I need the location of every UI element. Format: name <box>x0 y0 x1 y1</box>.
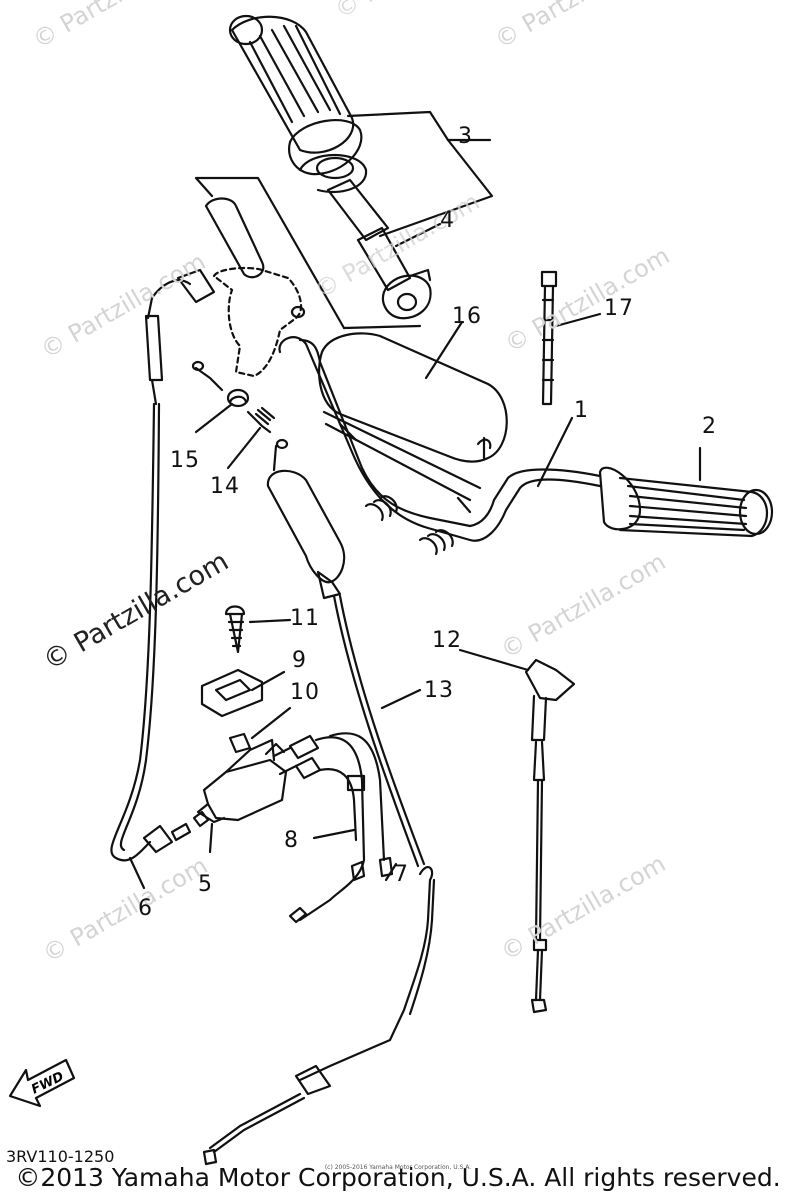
callout-17: 17 <box>604 296 634 321</box>
callout-10: 10 <box>290 680 320 705</box>
callout-13: 13 <box>424 678 454 703</box>
callout-8: 8 <box>284 828 299 853</box>
cover-9 <box>200 668 264 718</box>
callout-6: 6 <box>138 896 153 921</box>
part-code: 3RV110-1250 <box>6 1147 115 1166</box>
bracket-3 <box>346 110 492 142</box>
handlebar <box>278 336 602 556</box>
cable-left <box>110 268 216 862</box>
callout-1: 1 <box>574 398 589 423</box>
callout-7: 7 <box>394 862 409 887</box>
throttle-grip <box>228 14 368 194</box>
callout-15: 15 <box>170 448 200 473</box>
callout-11: 11 <box>290 606 320 631</box>
fwd-label: FWD <box>29 1069 66 1097</box>
copyright-notice: ©2013 Yamaha Motor Corporation, U.S.A. A… <box>15 1163 781 1192</box>
callout-2: 2 <box>702 414 717 439</box>
cables-7-8 <box>272 732 394 924</box>
callout-14: 14 <box>210 474 240 499</box>
fwd-arrow-icon <box>8 1058 76 1108</box>
leader-10 <box>250 706 292 740</box>
leader-7 <box>384 862 398 882</box>
screw-11 <box>224 605 246 654</box>
leader-1 <box>536 416 574 488</box>
leader-5 <box>208 822 214 854</box>
leader-13 <box>380 688 422 710</box>
tiny-copyright: (c) 2005-2016 Yamaha Motor Corporation, … <box>324 1164 472 1171</box>
throttle-tube <box>326 178 432 320</box>
cable-end-15 <box>191 360 250 408</box>
callout-5: 5 <box>198 872 213 897</box>
section-box <box>194 176 346 330</box>
bracket-3b <box>378 138 494 238</box>
leader-9 <box>250 670 286 692</box>
callout-3: 3 <box>458 124 473 149</box>
leader-15 <box>194 402 234 434</box>
junction-5 <box>196 738 288 824</box>
leader-12 <box>458 648 530 672</box>
tie-strap <box>540 270 558 406</box>
leader-17 <box>554 312 602 328</box>
cable-end-14 <box>246 406 289 450</box>
handlebar-pad <box>318 332 508 463</box>
leader-6 <box>128 856 146 890</box>
callout-16: 16 <box>452 304 482 329</box>
throttle-housing <box>212 266 303 378</box>
leader-8 <box>312 828 356 840</box>
callout-4: 4 <box>440 208 455 233</box>
right-grip <box>598 466 774 538</box>
leader-4 <box>394 222 442 248</box>
callout-12: 12 <box>432 628 462 653</box>
clip-10 <box>228 732 252 754</box>
leader-16 <box>424 320 464 380</box>
bar-end-left <box>204 197 265 279</box>
callout-9: 9 <box>292 648 307 673</box>
cable-throttle <box>202 444 436 1166</box>
leader-14 <box>226 426 262 470</box>
leader-11 <box>248 618 292 624</box>
cable-12 <box>524 658 576 1014</box>
